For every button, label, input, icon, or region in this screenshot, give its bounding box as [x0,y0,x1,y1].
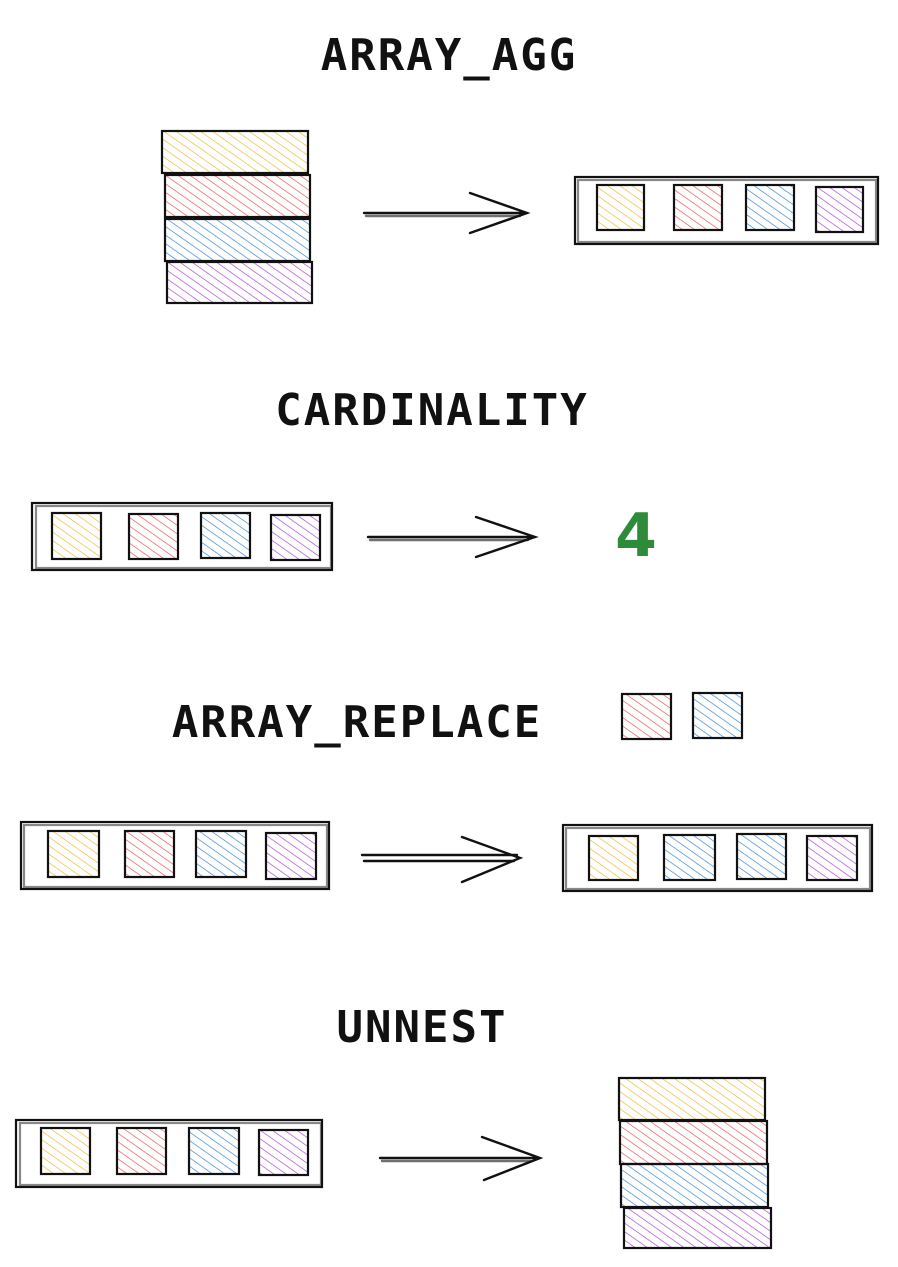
array-element-blue [662,833,717,882]
array-element-blue [199,511,252,560]
array-element-red [115,1126,168,1176]
arrow [362,191,531,235]
array-element-blue [194,829,248,879]
section-title-cardinality: CARDINALITY [275,385,588,436]
input-array [19,820,331,891]
array-element-yellow [46,829,101,879]
arrow [360,835,524,884]
array-element-red [123,829,176,879]
section-unnest: UNNEST [14,1002,773,1250]
section-array-replace: ARRAY_REPLACE [19,691,874,893]
input-array [30,501,334,572]
array-element-red [127,512,180,561]
row-red [618,1119,769,1166]
row-blue [619,1162,770,1209]
input-rows [160,129,314,305]
array-element-purple [264,831,318,881]
row-purple [622,1206,773,1250]
array-element-blue [187,1126,241,1176]
array-element-yellow [50,511,103,561]
array-element-red [672,183,724,232]
array-element-blue [735,832,788,881]
section-title-array-agg: ARRAY_AGG [321,30,577,81]
section-array-agg: ARRAY_AGG [160,30,880,305]
section-cardinality: CARDINALITY 4 [30,385,657,572]
section-title-array-replace: ARRAY_REPLACE [172,697,542,748]
replace-argument-blue [691,691,744,740]
cardinality-result: 4 [615,501,657,571]
row-yellow [617,1076,767,1122]
row-yellow [160,129,310,175]
row-blue [163,217,312,263]
row-purple [165,260,314,305]
arrow [378,1135,544,1182]
arrow [366,515,539,559]
output-array [561,823,874,893]
input-array [14,1118,324,1189]
output-array [573,175,880,246]
array-element-purple [269,513,322,562]
array-element-purple [257,1128,310,1177]
output-rows [617,1076,773,1250]
array-element-yellow [595,183,646,232]
row-red [163,173,312,219]
array-element-purple [814,185,865,234]
replace-argument-red [620,692,673,741]
section-title-unnest: UNNEST [337,1002,508,1053]
array-element-blue [744,183,796,232]
array-element-yellow [587,834,640,882]
array-element-yellow [39,1126,92,1176]
array-element-purple [805,834,859,882]
